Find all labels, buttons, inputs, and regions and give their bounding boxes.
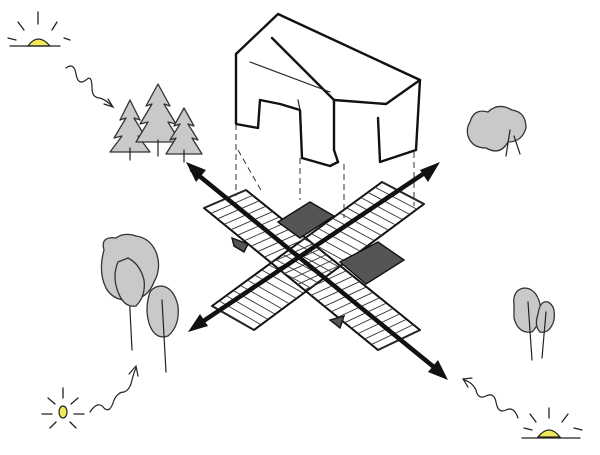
sun-bottom-right-icon [521,407,583,439]
deck-hatch-line [346,207,389,231]
wind-arrow-top-left-icon [65,65,115,109]
pine-trees-group-icon [109,83,203,163]
deck-hatch-line [233,290,276,315]
deck-hatch-line [318,228,361,252]
deck-hatch-line [339,212,382,236]
deck-hatch-line [325,222,368,247]
shrub-right-icon [466,105,527,157]
deck-hatch-line [374,186,418,210]
deck-hatch-line [296,243,340,268]
deck-hatch-line [303,238,347,263]
deciduous-trees-left-icon [100,233,179,373]
projection-lines [235,124,415,218]
axis-arrow-nw-se-icon [186,162,448,380]
deck-hatch-line [381,181,425,205]
deciduous-trees-right-icon [513,287,556,361]
deck-hatch-line [310,233,354,257]
deck-hatch-line [275,259,318,284]
deck-hatch-line [268,264,311,289]
sun-bottom-left-icon [41,387,85,429]
deck-hatch-line [360,197,403,221]
deck-hatch-line [261,269,304,294]
wind-arrow-bottom-right-icon [461,377,519,419]
wind-arrow-bottom-left-icon [89,364,139,413]
deck-hatch-line [353,202,396,226]
deck-hatch-line [247,279,290,305]
deck-hatch-line [240,284,283,310]
deck-hatch-line [367,191,411,215]
deck-hatch-line [254,274,297,299]
deck-hatch-line [332,217,375,242]
axis-arrow-ne-sw-icon [188,162,440,332]
house-outline-icon [234,12,422,168]
cross-platform-icon [203,181,425,351]
sun-top-left-icon [7,11,71,47]
